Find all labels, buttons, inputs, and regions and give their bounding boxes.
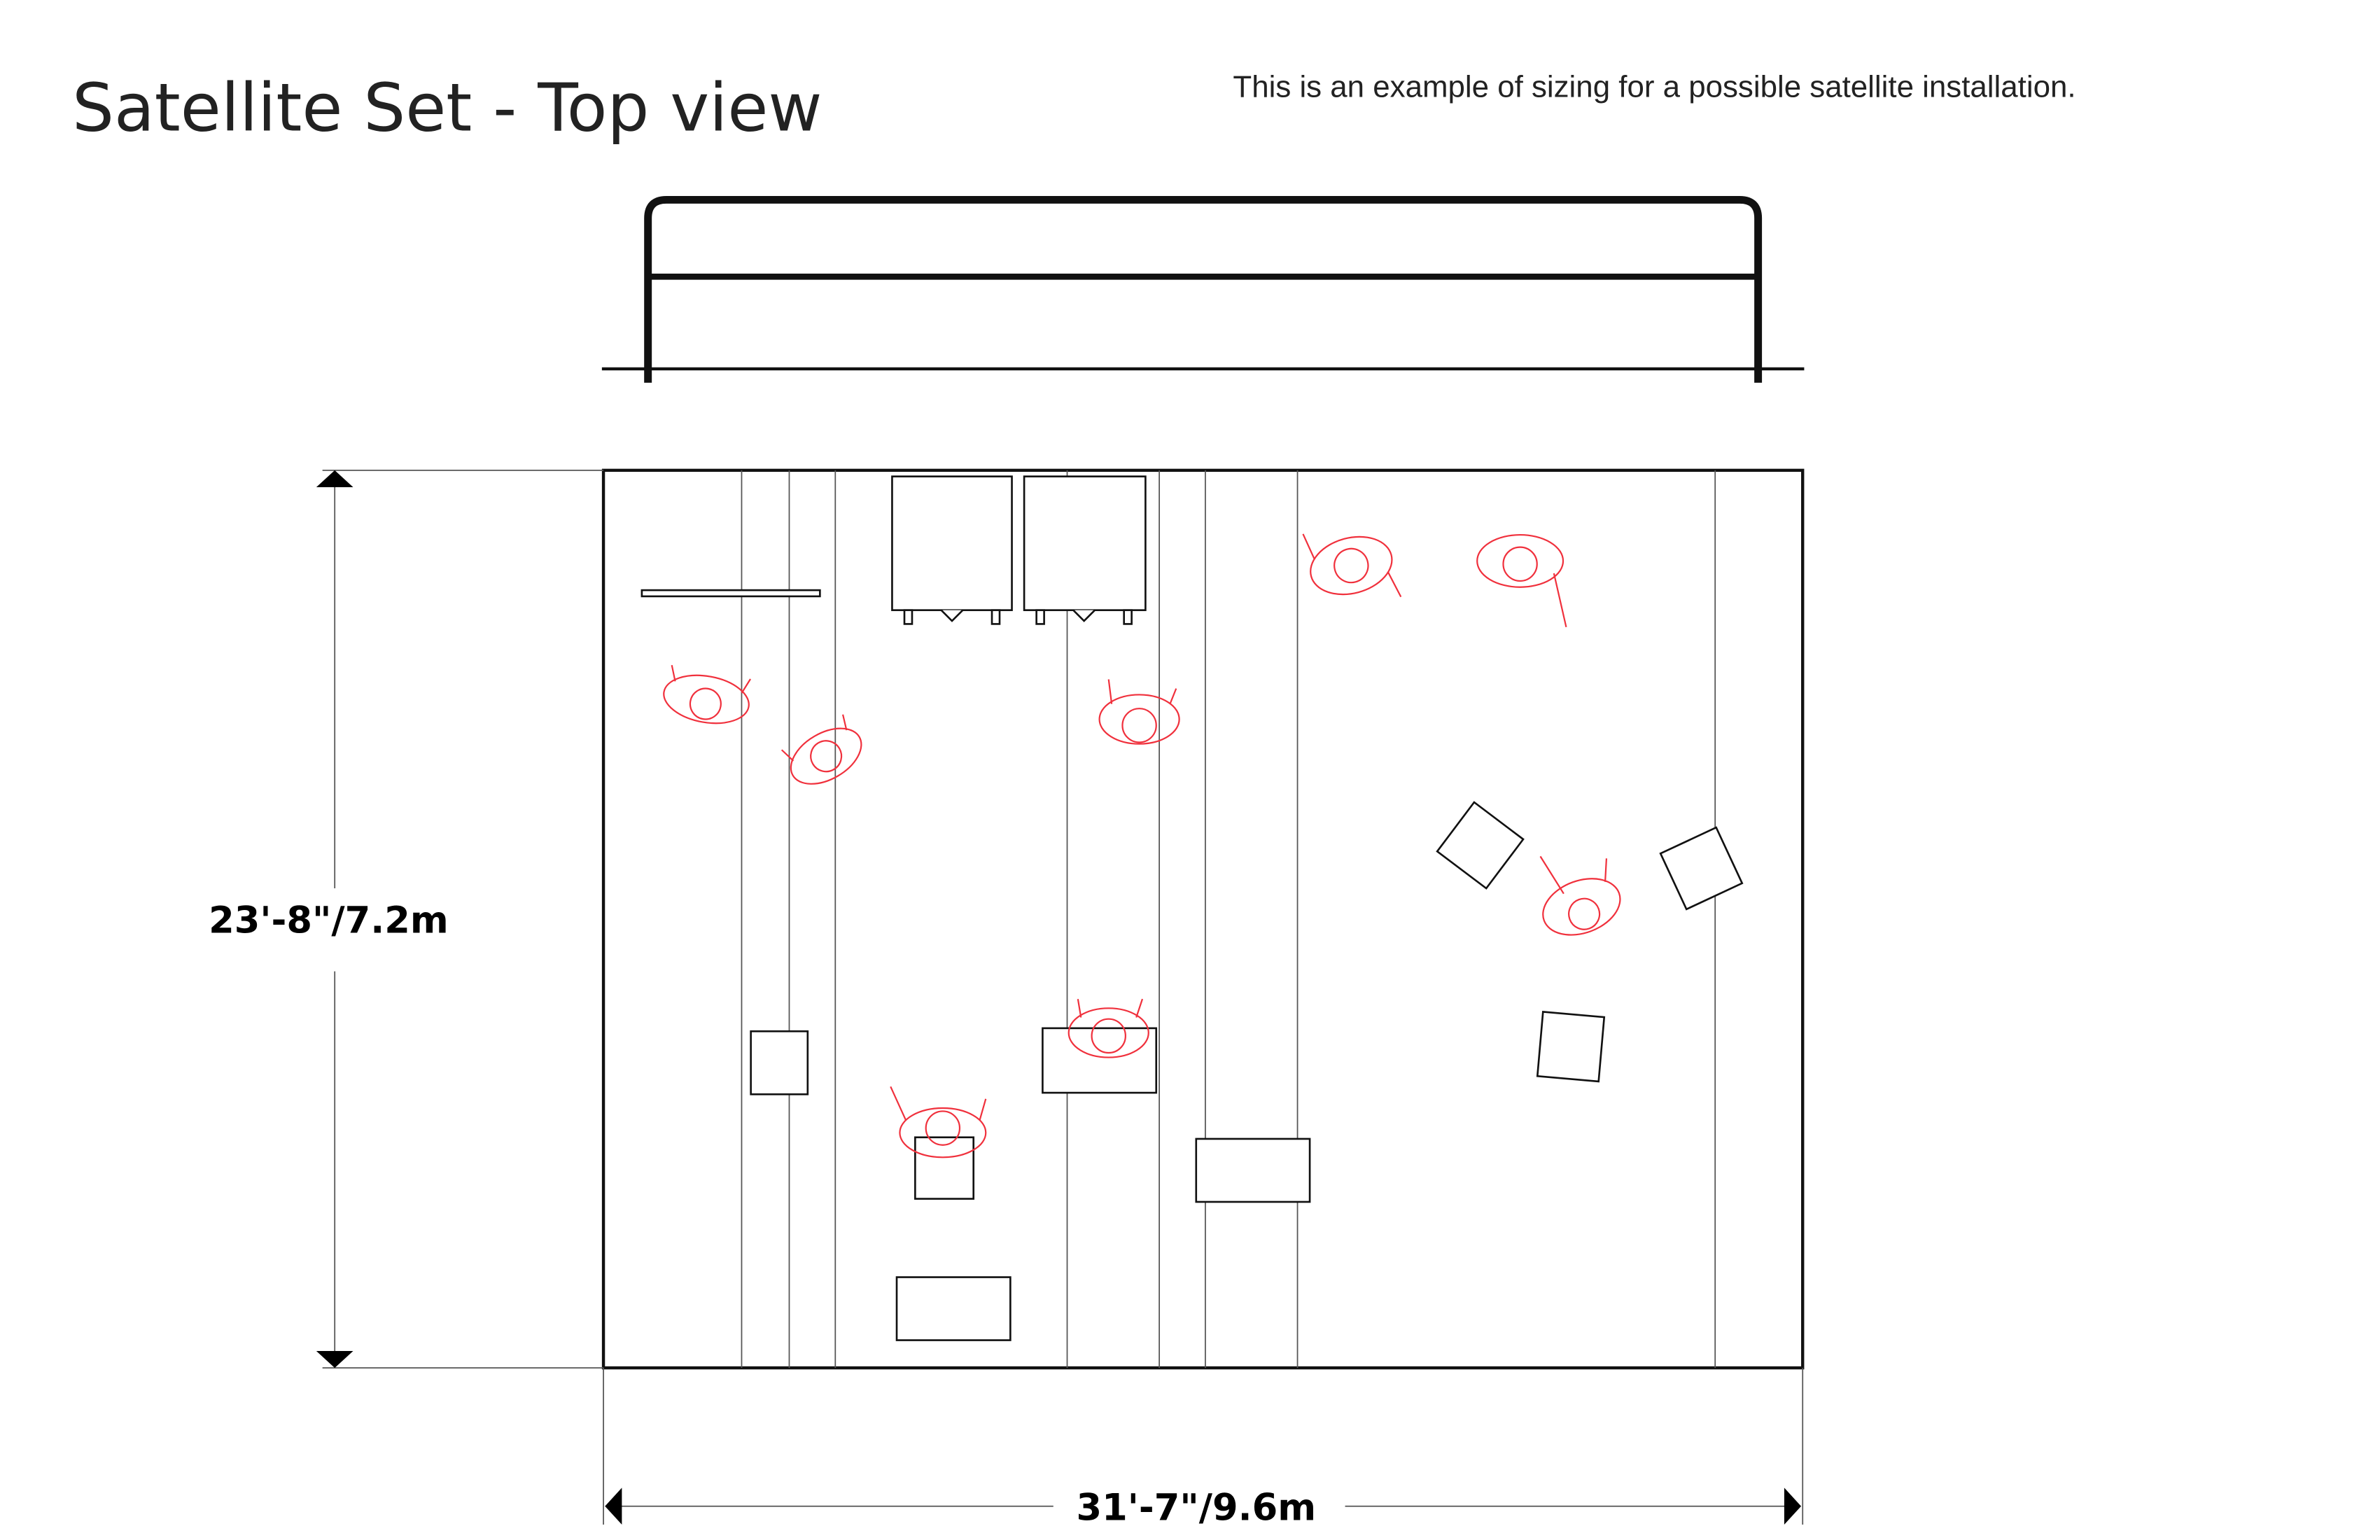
- person-icon: [1098, 679, 1180, 745]
- arrow-right-icon: [1784, 1488, 1802, 1525]
- page-title: Satellite Set - Top view: [72, 70, 822, 147]
- arrow-down-icon: [316, 1350, 354, 1368]
- cabinet-left: [891, 475, 1013, 625]
- table: [1042, 1027, 1158, 1094]
- floor-outline: [601, 468, 1805, 1370]
- table: [1195, 1138, 1311, 1203]
- box: [914, 1136, 975, 1200]
- people: [663, 533, 1621, 1158]
- rotated-box: [1659, 826, 1744, 911]
- height-label: 23'-8"/7.2m: [209, 899, 449, 942]
- person-icon: [1476, 533, 1567, 628]
- rotated-box: [1436, 801, 1525, 890]
- person-icon: [890, 1086, 987, 1158]
- description-text: This is an example of sizing for a possi…: [1233, 69, 2076, 104]
- table: [895, 1276, 1011, 1341]
- cabinet-right: [1023, 475, 1147, 625]
- shelf: [640, 589, 821, 598]
- person-icon: [780, 714, 862, 785]
- height-dimension: 23'-8"/7.2m: [209, 469, 604, 1368]
- person-icon: [1302, 533, 1402, 598]
- arrow-left-icon: [605, 1488, 622, 1525]
- grid-lines: [741, 470, 1716, 1368]
- truss-frame: [644, 195, 1763, 383]
- person-icon: [1539, 855, 1621, 936]
- box: [750, 1030, 809, 1096]
- width-label: 31'-7"/9.6m: [1077, 1486, 1317, 1529]
- rotated-box: [1536, 1011, 1606, 1083]
- person-icon: [1068, 998, 1149, 1058]
- person-icon: [663, 664, 751, 724]
- width-dimension: 31'-7"/9.6m: [603, 1368, 1804, 1529]
- plan-view: [601, 468, 1805, 1370]
- arrow-up-icon: [316, 470, 354, 488]
- elevation-view: [601, 195, 1805, 383]
